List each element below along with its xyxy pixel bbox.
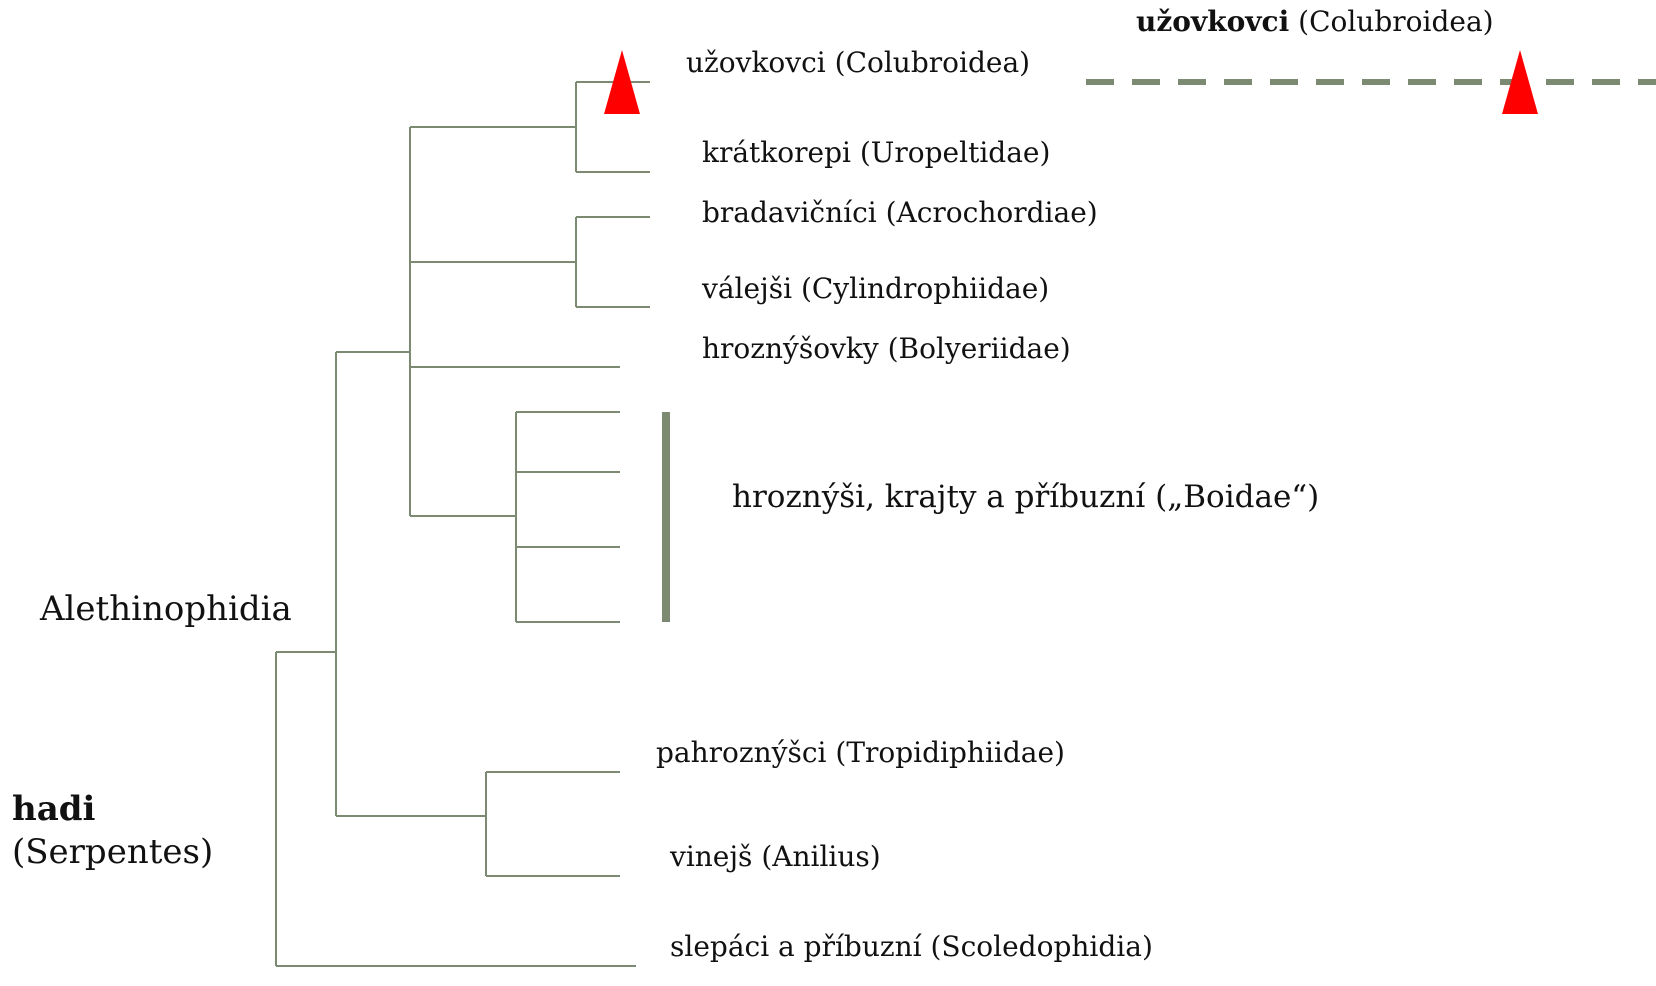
clade-label-alethinophidia: Alethinophidia	[40, 589, 292, 629]
taxon-label-anilius: vinejš (Anilius)	[670, 840, 881, 873]
triangle-marker-icon	[1502, 50, 1538, 114]
root-name: hadi	[12, 789, 96, 829]
taxon-label-bolyeriidae: hroznýšovky (Bolyeriidae)	[702, 332, 1071, 365]
root-label: hadi (Serpentes)	[12, 788, 213, 873]
taxon-label-colubroidea: užovkovci (Colubroidea)	[686, 46, 1031, 79]
highlight-name: užovkovci	[1136, 5, 1290, 38]
taxon-label-boidae: hroznýši, krajty a příbuzní („Boidae“)	[732, 479, 1320, 515]
taxon-label-scoledophidia: slepáci a příbuzní (Scoledophidia)	[670, 930, 1153, 963]
highlight-latin: (Colubroidea)	[1298, 5, 1494, 38]
taxon-label-acrochordiae: bradavičníci (Acrochordiae)	[702, 196, 1098, 229]
boidae-group-bar	[662, 412, 670, 622]
taxon-label-uropeltidae: krátkorepi (Uropeltidae)	[702, 136, 1051, 169]
highlight-title: užovkovci (Colubroidea)	[1136, 8, 1494, 36]
taxon-label-tropidiphiidae: pahroznýšci (Tropidiphiidae)	[656, 736, 1065, 769]
root-latin: (Serpentes)	[12, 831, 214, 872]
taxon-label-cylindrophiidae: válejši (Cylindrophiidae)	[702, 272, 1050, 305]
triangle-marker-icon	[604, 50, 640, 114]
